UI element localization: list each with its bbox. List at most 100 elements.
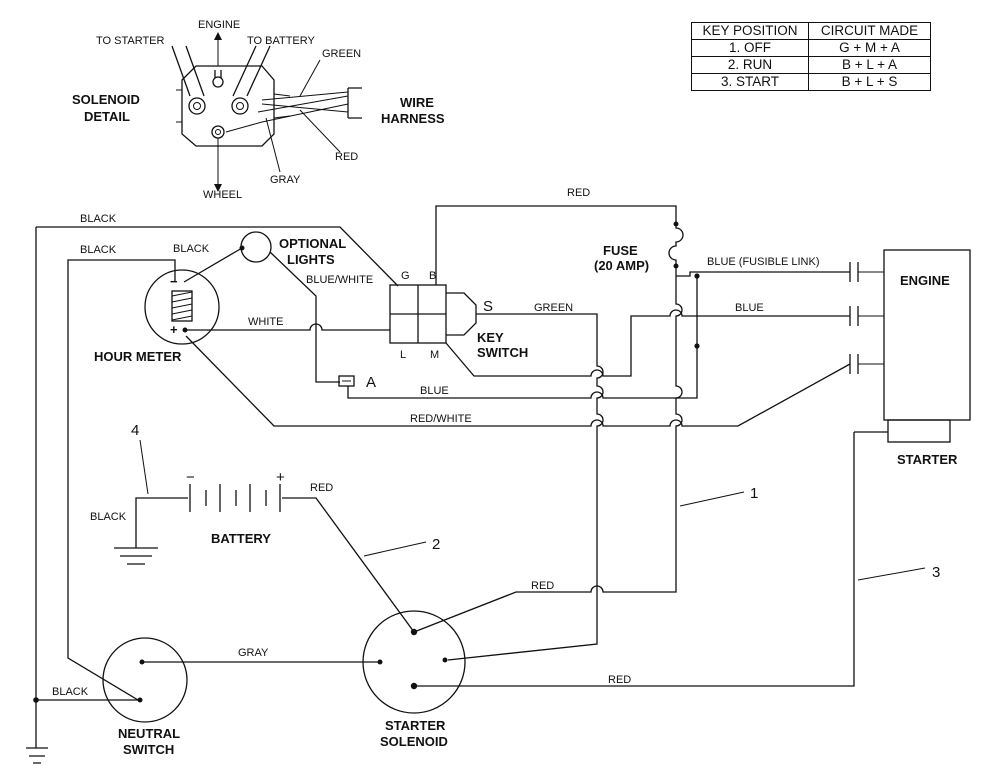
solenoid-detail-red-label: RED [335,151,358,163]
wire-blue-a [347,276,698,399]
wire-red-starter [414,432,855,687]
key-table-position-start: 3. START [691,73,809,91]
key-table-header-circuit-made: CIRCUIT MADE [808,22,931,40]
solenoid-detail-wire-harness-line1: WIRE [400,95,434,110]
wire-black-lights [183,247,243,283]
wire-label-red-top: RED [567,187,590,199]
junction-blue-mid [694,343,700,349]
key-switch-terminal-s: S [483,298,493,315]
wire-red-battery [282,497,415,633]
terminal-a-connector [338,375,355,387]
fuse-symbol [668,224,684,266]
wire-label-gray-neutral: GRAY [238,647,269,659]
key-switch-nose [446,292,477,336]
solenoid-detail-engine-arrow [214,32,222,40]
callout-2-leader [363,541,427,557]
key-switch-terminal-b: B [429,270,436,282]
hour-meter-minus: − [170,274,178,289]
solenoid-detail-stud-battery-core [236,102,244,110]
optional-lights-symbol [240,231,272,263]
starter-body [887,419,951,443]
wire-label-red-solenoid: RED [531,580,554,592]
callout-4-leader [139,439,149,495]
wire-label-green: GREEN [534,302,573,314]
solenoid-detail-to-starter-label: TO STARTER [96,35,165,47]
starter-solenoid-label-line1: STARTER [385,718,446,733]
solenoid-detail-stud-small [211,125,225,139]
key-switch-label-line1: KEY [477,330,504,345]
junction-blue-fusible [694,273,700,279]
neutral-switch-label-line1: NEUTRAL [118,726,180,741]
wire-label-blue-a: BLUE [420,385,449,397]
wire-label-black-top: BLACK [80,213,117,225]
callout-4: 4 [131,422,139,439]
starter-solenoid-starter-terminal [410,682,418,690]
battery-minus: − [186,469,195,486]
solenoid-detail-stud-starter-core [193,102,201,110]
solenoid-detail-title-line2: DETAIL [84,109,130,124]
solenoid-detail-wheel-label: WHEEL [203,189,242,201]
solenoid-detail-title-line1: SOLENOID [72,92,140,107]
wire-label-blue-white: BLUE/WHITE [306,274,373,286]
key-switch-terminal-l: L [400,349,406,361]
neutral-switch: NEUTRAL SWITCH [102,637,188,757]
key-table-position-off: 1. OFF [691,39,809,57]
callout-1-leader [679,491,745,507]
solenoid-detail-stud-top [212,76,224,88]
table-row: 1. OFF G + M + A [691,39,931,57]
solenoid-detail-body [181,65,275,147]
wire-blue-engine [445,309,850,377]
solenoid-detail-gray-label: GRAY [270,174,301,186]
starter-solenoid-battery-terminal [410,628,418,636]
starter-solenoid-label-line2: SOLENOID [380,734,448,749]
solenoid-detail: SOLENOID DETAIL TO STARTER ENGINE TO BAT… [72,19,445,201]
ground-symbol-main [26,747,48,764]
hour-meter-coil-winding [171,291,193,321]
solenoid-detail-stud-battery [231,97,249,115]
wire-black-ground [135,497,150,548]
solenoid-detail-red-leader [299,109,341,153]
hour-meter-plus-terminal [182,327,188,333]
wire-label-red-battery: RED [310,482,333,494]
solenoid-detail-battery-cable [232,45,271,97]
hour-meter-body [144,269,220,345]
wire-label-red-starter: RED [608,674,631,686]
key-table-circuit-start: B + L + S [808,73,931,91]
hour-meter: − + HOUR METER [94,269,220,364]
solenoid-detail-green-label: GREEN [322,48,361,60]
optional-lights-line1: OPTIONAL [279,236,346,251]
callout-3-leader [857,567,926,581]
solenoid-detail-gray-leader [265,117,281,173]
hour-meter-coil [171,290,193,322]
wire-black-top [36,226,399,287]
table-row: 2. RUN B + L + A [691,56,931,74]
wire-label-red-white: RED/WHITE [410,413,472,425]
starter-label: STARTER [897,452,958,467]
key-table-circuit-off: G + M + A [808,39,931,57]
solenoid-detail-starter-cable [171,45,205,97]
wire-label-black-ground: BLACK [90,511,127,523]
wire-label-blue-engine: BLUE [735,302,764,314]
battery-label: BATTERY [211,531,271,546]
wire-label-white: WHITE [248,316,283,328]
key-switch: G B S L M KEY SWITCH [389,270,528,361]
wire-label-black-neutral: BLACK [52,686,89,698]
wire-red-main [413,266,683,633]
key-switch-label-line2: SWITCH [477,345,528,360]
solenoid-detail-flanges [176,89,291,123]
wire-green [447,313,604,661]
wire-black-meter [67,259,176,701]
optional-lights-line2: LIGHTS [287,252,335,267]
neutral-switch-label-line2: SWITCH [123,742,174,757]
neutral-switch-body [102,637,188,723]
starter-solenoid: STARTER SOLENOID [362,610,466,749]
key-table-position-run: 2. RUN [691,56,809,74]
callout-2: 2 [432,536,440,553]
key-position-table: KEY POSITION CIRCUIT MADE 1. OFF G + M +… [691,22,931,91]
battery-plus: + [276,469,285,486]
starter-solenoid-small-terminal [442,657,448,663]
battery-cells [189,484,281,512]
wire-blue-white [269,251,340,383]
terminal-a-label: A [366,374,376,391]
